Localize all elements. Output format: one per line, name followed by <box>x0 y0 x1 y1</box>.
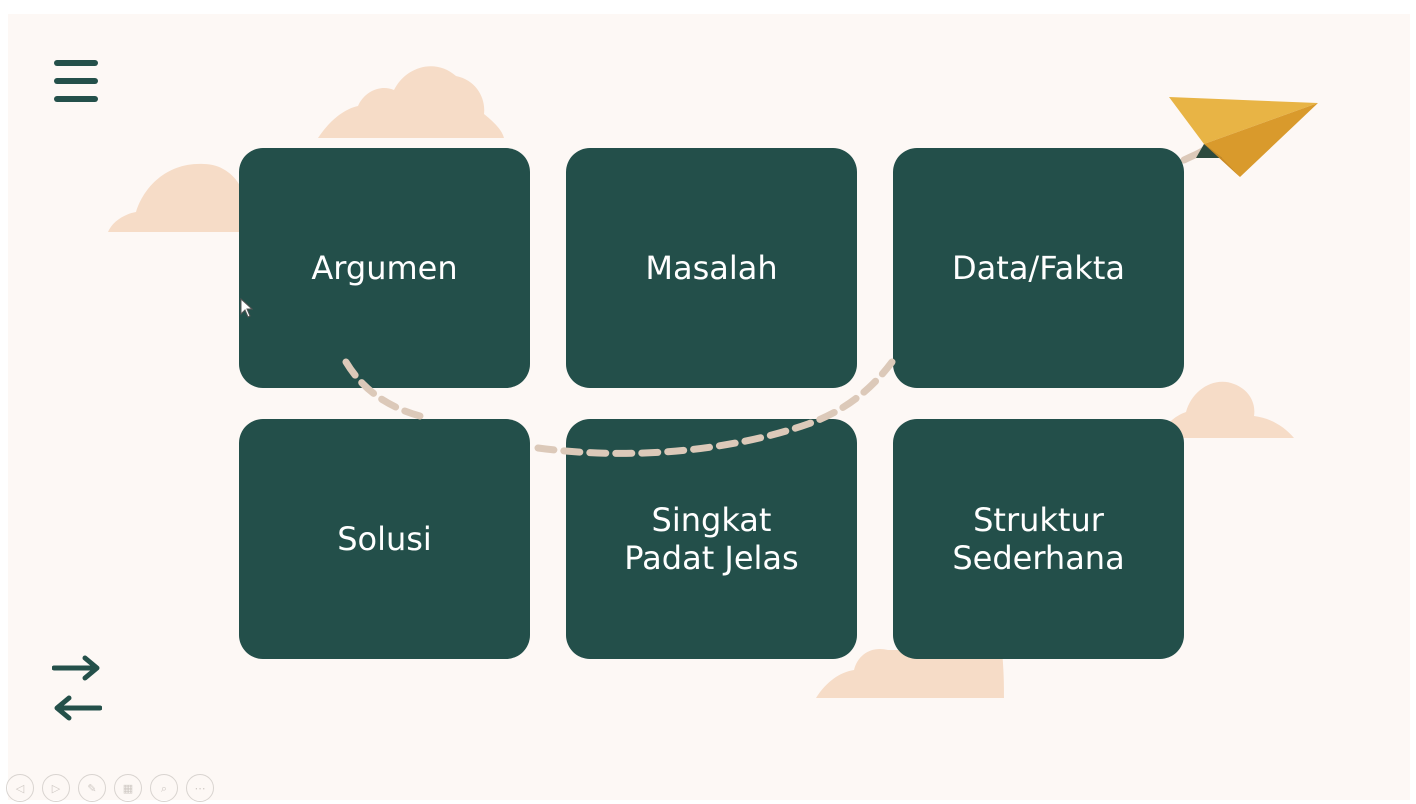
card-masalah[interactable]: Masalah <box>566 148 857 388</box>
arrow-right-icon[interactable] <box>52 654 102 682</box>
more-options-icon[interactable]: ⋯ <box>186 774 214 802</box>
slides-grid-icon[interactable]: ▦ <box>114 774 142 802</box>
card-singkat-padat-jelas[interactable]: Singkat Padat Jelas <box>566 419 857 659</box>
card-label: Solusi <box>337 520 432 558</box>
card-solusi[interactable]: Solusi <box>239 419 530 659</box>
paper-plane-icon <box>1169 97 1318 177</box>
card-label: Singkat Padat Jelas <box>624 501 799 577</box>
mouse-cursor-icon <box>240 298 254 318</box>
cloud-shape <box>108 163 240 232</box>
arrow-left-icon[interactable] <box>52 694 102 722</box>
cloud-shape <box>318 66 504 138</box>
zoom-icon[interactable]: ⌕ <box>150 774 178 802</box>
cloud-shape <box>1158 381 1294 438</box>
card-struktur-sederhana[interactable]: Struktur Sederhana <box>893 419 1184 659</box>
card-label: Struktur Sederhana <box>952 501 1125 577</box>
card-label: Masalah <box>645 249 778 287</box>
card-label: Data/Fakta <box>952 249 1125 287</box>
menu-bar <box>54 78 98 84</box>
slide-decoration <box>108 66 1318 698</box>
menu-bar <box>54 60 98 66</box>
card-label: Argumen <box>311 249 458 287</box>
slide-canvas: Argumen Masalah Data/Fakta Solusi Singka… <box>8 14 1410 800</box>
pen-icon[interactable]: ✎ <box>78 774 106 802</box>
cloud-shape <box>816 648 1004 698</box>
previous-slide-icon[interactable]: ◁ <box>6 774 34 802</box>
hamburger-menu-icon[interactable] <box>52 56 100 108</box>
presenter-toolbar: ◁ ▷ ✎ ▦ ⌕ ⋯ <box>0 774 214 804</box>
card-argumen[interactable]: Argumen <box>239 148 530 388</box>
menu-bar <box>54 96 98 102</box>
card-data-fakta[interactable]: Data/Fakta <box>893 148 1184 388</box>
slide-navigation <box>52 654 102 726</box>
next-slide-icon[interactable]: ▷ <box>42 774 70 802</box>
